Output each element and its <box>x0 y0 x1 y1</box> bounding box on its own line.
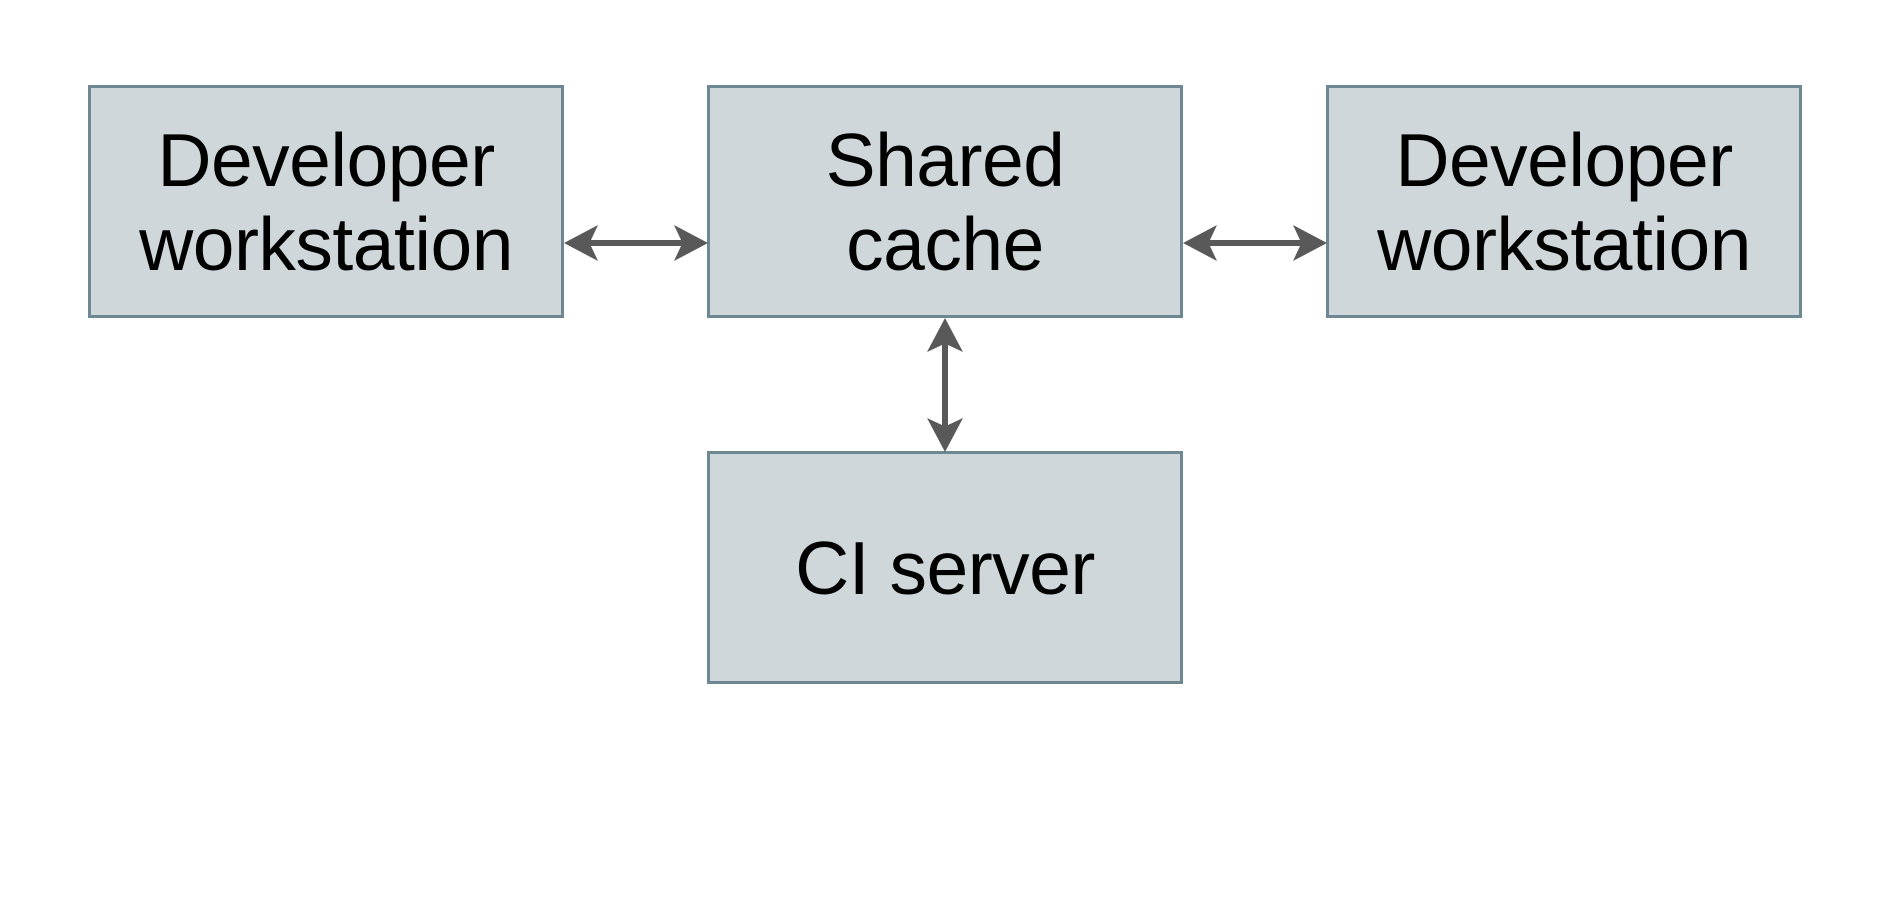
double-arrow-vertical-icon <box>927 318 963 452</box>
edge-shared-cache-to-right-workstation <box>1183 218 1327 268</box>
double-arrow-horizontal-icon <box>1183 225 1327 261</box>
node-developer-workstation-right[interactable]: Developer workstation <box>1326 85 1802 318</box>
node-ci-server[interactable]: CI server <box>707 451 1183 684</box>
node-label: Developer workstation <box>1377 117 1751 286</box>
node-developer-workstation-left[interactable]: Developer workstation <box>88 85 564 318</box>
node-shared-cache[interactable]: Shared cache <box>707 85 1183 318</box>
node-label: Developer workstation <box>139 117 513 286</box>
edge-left-workstation-to-shared-cache <box>564 218 708 268</box>
node-label: CI server <box>795 525 1095 610</box>
node-label: Shared cache <box>825 117 1065 286</box>
double-arrow-horizontal-icon <box>564 225 708 261</box>
edge-shared-cache-to-ci-server <box>920 318 970 452</box>
